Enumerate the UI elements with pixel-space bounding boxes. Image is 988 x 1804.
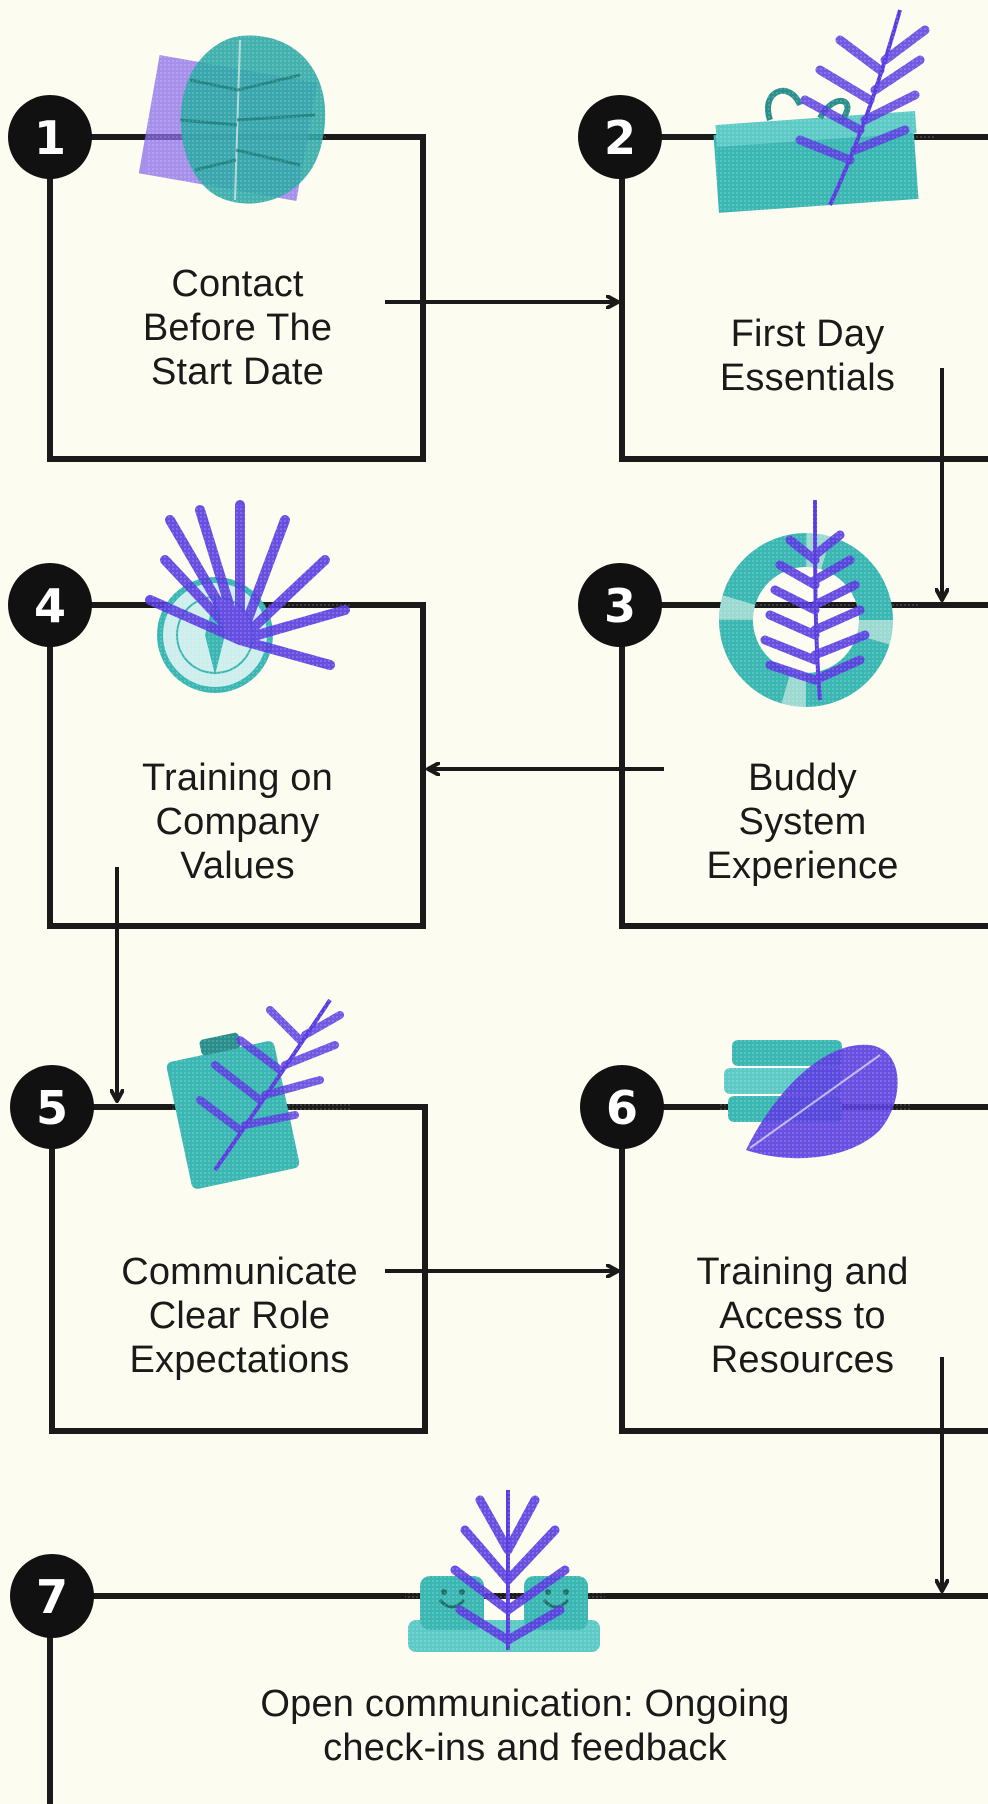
step-7-badge: 7 <box>10 1554 94 1638</box>
step-6-badge: 6 <box>580 1065 664 1149</box>
step-2-number: 2 <box>604 111 636 165</box>
clipboard-palm-icon <box>166 995 350 1195</box>
step-4-badge: 4 <box>8 563 92 647</box>
step-5-line-1: Communicate <box>121 1251 358 1293</box>
smiley-blocks-leaf-icon <box>405 1485 605 1655</box>
step-1-number: 1 <box>34 111 66 165</box>
step-6-line-2: Access to <box>719 1295 886 1337</box>
step-4-label: Training on Company Values <box>60 756 415 888</box>
step-4-line-2: Company <box>155 801 320 843</box>
step-4-line-1: Training on <box>142 757 333 799</box>
step-7-number: 7 <box>36 1570 68 1624</box>
step-2-label: First Day Essentials <box>640 312 975 400</box>
life-ring-fern-icon <box>719 499 920 715</box>
compass-palm-icon <box>145 500 350 695</box>
step-6-label: Training and Access to Resources <box>640 1250 965 1382</box>
step-5-line-2: Clear Role <box>148 1295 331 1337</box>
step-2-line-1: First Day <box>730 313 885 355</box>
step-3-line-2: System <box>738 801 867 843</box>
step-3-line-3: Experience <box>706 845 899 887</box>
step-3-line-1: Buddy <box>748 757 857 799</box>
books-leaf-icon <box>720 1035 910 1165</box>
step-5-line-3: Expectations <box>129 1339 350 1381</box>
step-1-line-3: Start Date <box>150 351 325 393</box>
step-6-number: 6 <box>606 1081 638 1135</box>
step-4-line-3: Values <box>180 845 295 887</box>
step-5-label: Communicate Clear Role Expectations <box>62 1250 417 1382</box>
step-7-line-1: Open communication: Ongoing <box>260 1683 790 1725</box>
step-1-line-2: Before The <box>142 307 333 349</box>
step-7-label: Open communication: Ongoing check-ins an… <box>120 1682 930 1770</box>
step-5-number: 5 <box>36 1081 68 1135</box>
step-1-label: Contact Before The Start Date <box>60 262 415 394</box>
step-4-number: 4 <box>34 579 66 633</box>
step-3-number: 3 <box>604 579 636 633</box>
step-7-line-2: check-ins and feedback <box>323 1727 727 1769</box>
gift-box-fern-icon <box>713 9 936 220</box>
step-6-line-3: Resources <box>710 1339 895 1381</box>
step-5-badge: 5 <box>10 1065 94 1149</box>
step-1-line-1: Contact <box>171 263 304 305</box>
monstera-leaf-icon <box>138 35 328 206</box>
step-2-badge: 2 <box>578 95 662 179</box>
step-6-line-1: Training and <box>696 1251 909 1293</box>
step-2-line-2: Essentials <box>719 357 896 399</box>
step-3-label: Buddy System Experience <box>640 756 965 888</box>
step-1-badge: 1 <box>8 95 92 179</box>
step-3-badge: 3 <box>578 563 662 647</box>
